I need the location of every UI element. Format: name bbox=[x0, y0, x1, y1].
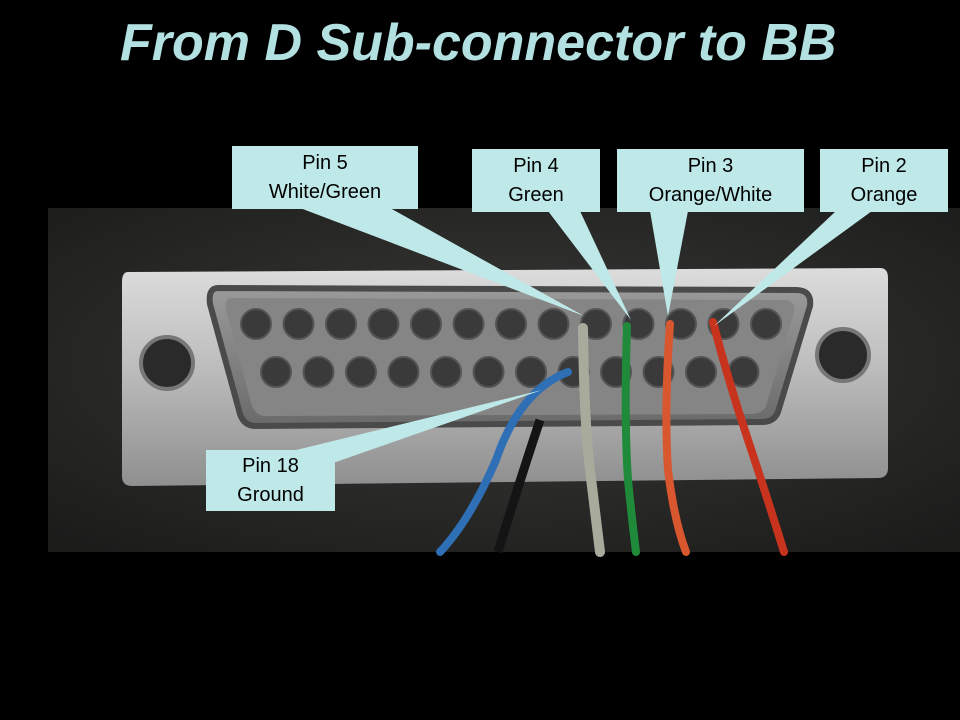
callout-pin2-line2: Orange bbox=[850, 183, 918, 206]
pin-socket-top bbox=[452, 308, 485, 340]
pin-socket-top bbox=[282, 308, 315, 340]
wire-green bbox=[621, 322, 640, 556]
pin-socket-bottom bbox=[430, 356, 462, 388]
slide-title: From D Sub-connector to BB bbox=[120, 14, 837, 72]
pin-socket-top bbox=[325, 308, 357, 340]
wire-orange bbox=[709, 318, 788, 556]
callout-pin18-line2: Ground bbox=[237, 483, 304, 506]
pin-socket-bottom bbox=[685, 356, 717, 388]
pin-socket-top bbox=[410, 308, 442, 340]
pin18-pointer bbox=[288, 390, 542, 462]
right-mounting-hole bbox=[815, 327, 871, 383]
callout-pin3: Pin 3 Orange/White bbox=[617, 149, 804, 212]
wire-white-green bbox=[578, 323, 605, 557]
pin-socket-bottom bbox=[387, 356, 420, 388]
pin-socket-bottom bbox=[472, 356, 505, 388]
callout-pin4: Pin 4 Green bbox=[472, 149, 600, 212]
pin-socket-top bbox=[622, 308, 655, 340]
callout-pin3-line2: Orange/White bbox=[648, 183, 773, 206]
callout-pin2-line1: Pin 2 bbox=[861, 154, 907, 177]
left-mounting-hole bbox=[139, 335, 195, 391]
pin3-pointer bbox=[650, 211, 688, 316]
callout-pin3-line1: Pin 3 bbox=[687, 154, 734, 177]
wire-black bbox=[493, 418, 545, 554]
pin-socket-top bbox=[240, 308, 272, 340]
callout-pin5-line1: Pin 5 bbox=[302, 151, 348, 174]
pin5-pointer bbox=[300, 208, 584, 316]
pin-socket-top bbox=[750, 308, 782, 340]
pin-socket-top bbox=[537, 308, 570, 340]
pin-socket-bottom bbox=[302, 356, 335, 388]
pin-socket-bottom bbox=[515, 356, 547, 388]
pin-socket-top bbox=[495, 308, 527, 340]
callout-pin5: Pin 5 White/Green bbox=[232, 146, 418, 209]
pin-socket-bottom bbox=[345, 356, 377, 388]
callout-pin4-line1: Pin 4 bbox=[513, 154, 559, 177]
pin-socket-top bbox=[367, 308, 400, 340]
pin2-pointer bbox=[714, 211, 872, 326]
callout-pin4-line2: Green bbox=[508, 183, 564, 206]
pin4-pointer bbox=[548, 211, 631, 320]
callout-pin18-line1: Pin 18 bbox=[242, 454, 299, 477]
callout-pin18: Pin 18 Ground bbox=[206, 450, 335, 511]
wire-blue bbox=[436, 368, 572, 556]
pin-socket-bottom bbox=[260, 356, 292, 388]
wire-orange-white bbox=[662, 320, 690, 556]
callout-pin5-line2: White/Green bbox=[268, 180, 382, 203]
callout-pin2: Pin 2 Orange bbox=[820, 149, 948, 212]
